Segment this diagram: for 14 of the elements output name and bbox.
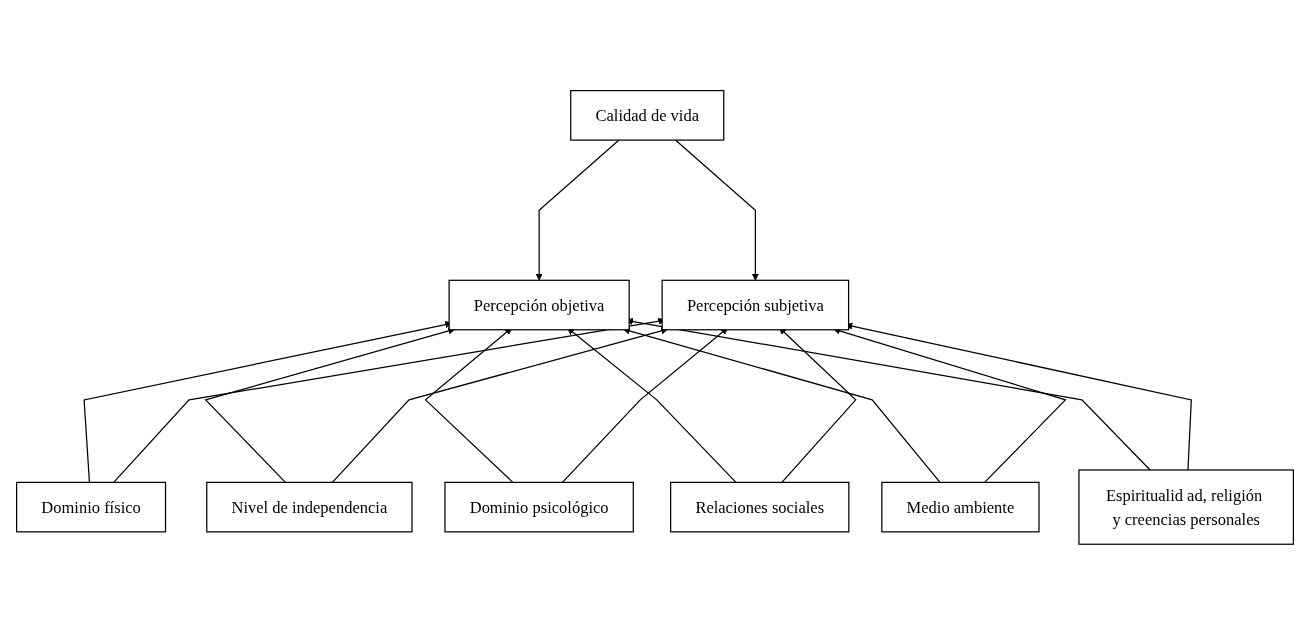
node-box: Nivel de independencia [206, 481, 413, 533]
node-box: Medio ambiente [881, 481, 1040, 533]
arrow [331, 327, 669, 484]
arrow [622, 327, 941, 484]
arrow [535, 139, 620, 281]
arrow [204, 327, 456, 484]
node-box: Dominio físico [16, 481, 167, 533]
arrow [674, 139, 759, 281]
node-box: Relaciones sociales [670, 481, 850, 533]
node-box: Percepción objetiva [448, 279, 630, 331]
node-box: Dominio psicológico [444, 481, 634, 533]
node-box: Calidad de vida [570, 90, 725, 141]
node-box: Percepción subjetiva [661, 279, 850, 331]
node-box: Espiritualid ad, religión y creencias personales [1078, 469, 1294, 545]
